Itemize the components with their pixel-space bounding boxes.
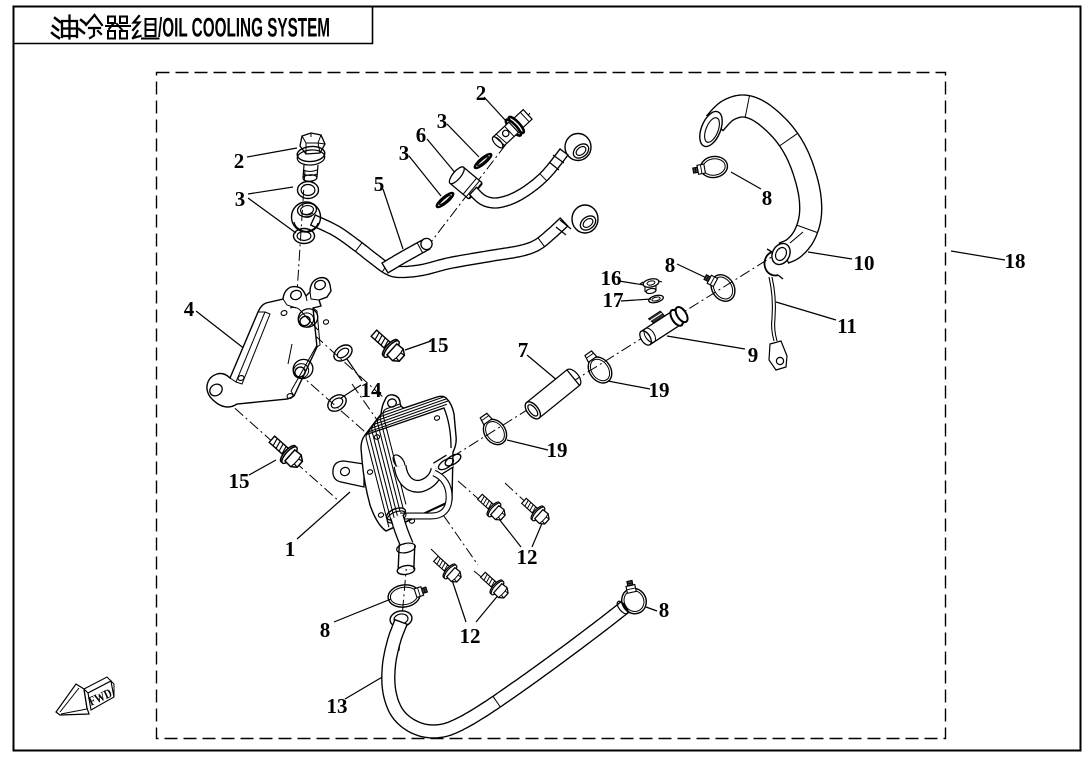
- svg-text:7: 7: [518, 338, 529, 362]
- svg-text:8: 8: [762, 186, 773, 210]
- svg-text:3: 3: [399, 141, 410, 165]
- svg-text:13: 13: [327, 694, 348, 718]
- svg-text:18: 18: [1005, 249, 1026, 273]
- svg-text:2: 2: [234, 149, 245, 173]
- svg-text:15: 15: [428, 333, 449, 357]
- svg-text:8: 8: [659, 598, 670, 622]
- svg-text:17: 17: [603, 288, 624, 312]
- svg-text:6: 6: [416, 123, 427, 147]
- svg-text:14: 14: [361, 378, 383, 402]
- svg-text:16: 16: [601, 266, 622, 290]
- svg-text:4: 4: [184, 297, 195, 321]
- svg-text:8: 8: [665, 253, 676, 277]
- svg-text:10: 10: [854, 251, 875, 275]
- svg-text:1: 1: [285, 537, 296, 561]
- svg-text:11: 11: [837, 314, 857, 338]
- svg-text:12: 12: [517, 545, 538, 569]
- svg-text:9: 9: [748, 343, 759, 367]
- svg-text:5: 5: [374, 172, 385, 196]
- svg-text:8: 8: [320, 618, 331, 642]
- svg-text:19: 19: [547, 438, 568, 462]
- svg-text:15: 15: [229, 469, 250, 493]
- svg-text:3: 3: [235, 187, 246, 211]
- svg-text:12: 12: [460, 624, 481, 648]
- svg-text:19: 19: [649, 378, 670, 402]
- svg-text:3: 3: [437, 109, 448, 133]
- svg-text:2: 2: [476, 81, 487, 105]
- svg-text:/OIL COOLING SYSTEM: /OIL COOLING SYSTEM: [158, 13, 330, 43]
